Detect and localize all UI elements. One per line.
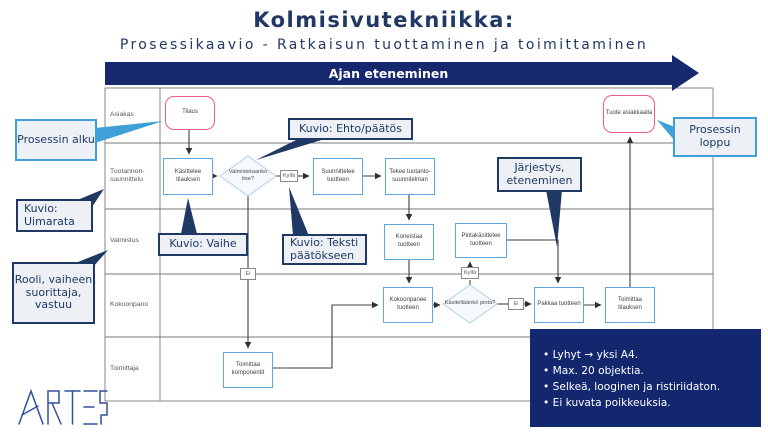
guideline-item: Max. 20 objektia. (543, 364, 753, 380)
node-tuote-asiakkaalla: Tuote asiakkaalla (603, 95, 655, 133)
node-kokoonpanee-tuotteen: Kokoonpanee tuotteen (383, 287, 433, 323)
flow-edges (185, 130, 634, 369)
node-tilaus: Tilaus (165, 96, 215, 130)
page-subtitle: Prosessikaavio - Ratkaisun tuottaminen j… (119, 37, 649, 53)
timeline-arrowhead-icon (672, 55, 699, 91)
callout-jarjestys-eteneminen: Järjestys, eteneminen (497, 157, 582, 192)
page-title: Kolmisivutekniikka: (253, 8, 515, 32)
edge-label-kylla-1: Kyllä (280, 170, 298, 182)
lane-asiakas: Asiakas (107, 88, 157, 143)
timeline-arrow: Ajan eteneminen (105, 62, 672, 85)
guidelines-box: Lyhyt → yksi A4. Max. 20 objektia. Selke… (530, 329, 761, 427)
guideline-item: Selkeä, looginen ja ristiriidaton. (543, 380, 753, 396)
lane-toimittaja: Toimittaja (107, 337, 157, 401)
edge-label-ei-1: Ei (240, 268, 256, 280)
pointer-prosessin-alku (95, 121, 163, 143)
node-pintakasittelee-tuotteen: Pintakäsittelee tuotteen (455, 223, 507, 258)
pointer-kuvio-vaihe (181, 198, 197, 234)
callout-prosessin-loppu: Prosessin loppu (673, 117, 757, 157)
arter-logo (18, 388, 108, 425)
node-koneistaa-tuotteen: Koneistaa tuotteen (384, 224, 434, 260)
pointer-kuvio-teksti (289, 187, 309, 236)
pointer-kuvio-ehto (256, 138, 328, 160)
decision-kasitellaanko-shape (442, 284, 498, 324)
decision-valmistetaanko-label: Valmistetaanko itse? (228, 168, 268, 182)
decision-diamonds (219, 155, 498, 324)
node-kasittelee-tilauksen: Käsittelee tilauksen (163, 158, 213, 195)
lane-tuotannonsuunnittelu: Tuotannon-suunnittelu (107, 143, 157, 209)
lane-toimittaja-label: Toimittaja (110, 364, 139, 372)
guideline-item: Lyhyt → yksi A4. (543, 348, 753, 364)
lane-valmistus: Valmistus (107, 209, 157, 274)
callout-kuvio-vaihe: Kuvio: Vaihe (158, 233, 248, 256)
callout-prosessin-alku: Prosessin alku (15, 119, 97, 161)
pointer-prosessin-loppu (657, 120, 675, 141)
timeline-arrow-label: Ajan eteneminen (328, 66, 449, 81)
lane-kokoonpano-label: Kokoonpano (110, 301, 149, 309)
edge-label-kylla-2: Kyllä (461, 267, 479, 279)
lane-tuotannonsuunnittelu-label: Tuotannon-suunnittelu (110, 167, 145, 183)
node-tekee-tuotantosuunnitelman: Tekee tuotanto-suunnitelman (385, 158, 435, 195)
callout-kuvio-ehto: Kuvio: Ehto/päätös (288, 118, 413, 140)
decision-kasitellaanko-label: Käsitelläänkö pinta? (444, 300, 496, 307)
edge-label-ei-2: Ei (508, 298, 524, 310)
pointer-jarjestys (546, 190, 562, 247)
lane-kokoonpano: Kokoonpano (107, 274, 157, 337)
node-pakkaa-tuotteen: Pakkaa tuotteen (534, 287, 584, 323)
callout-kuvio-teksti-paatokseen: Kuvio: Teksti päätökseen (282, 234, 367, 265)
decision-valmistetaanko-shape (219, 155, 277, 197)
lane-valmistus-label: Valmistus (110, 237, 139, 245)
guideline-item: Ei kuvata poikkeuksia. (543, 396, 753, 412)
lane-asiakas-label: Asiakas (110, 111, 134, 119)
node-suunnittelee-tuotteen: Suunnittelee tuotteen (313, 158, 363, 195)
callout-rooli: Rooli, vaiheen suorittaja, vastuu (12, 262, 95, 324)
node-toimittaa-komponentit: Toimittaa komponentit (223, 352, 273, 388)
callout-kuvio-uimarata: Kuvio: Uimarata (16, 199, 93, 232)
node-toimittaa-tilauksen: Toimittaa tilauksen (605, 287, 655, 323)
